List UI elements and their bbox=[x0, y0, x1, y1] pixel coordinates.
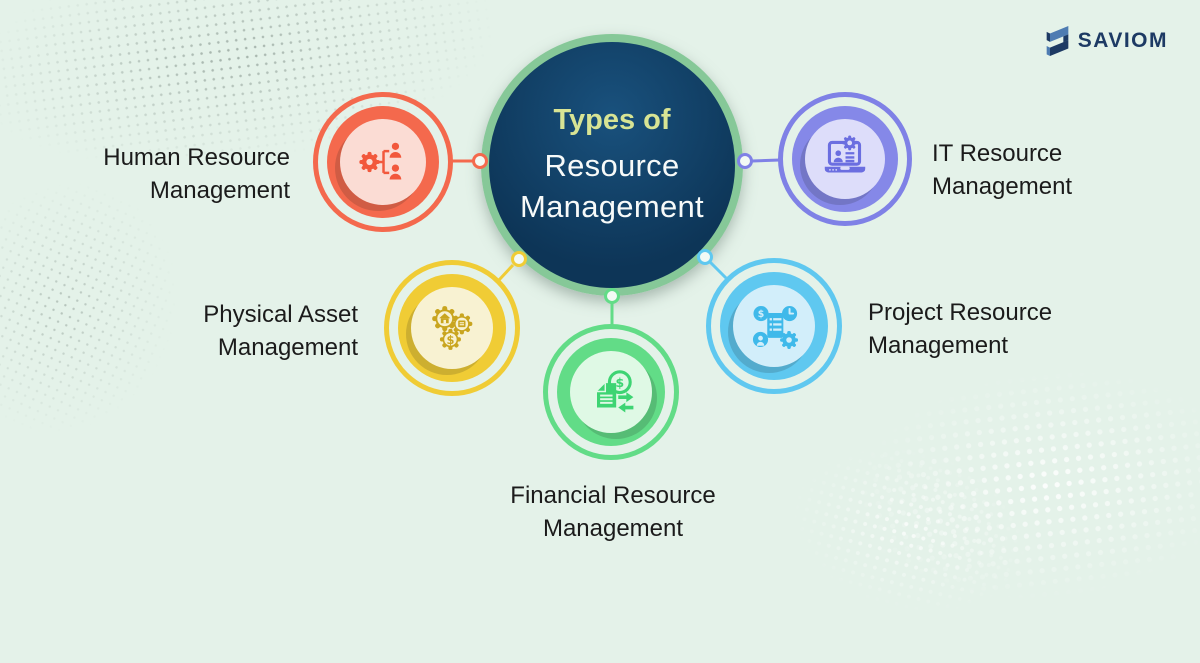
node-disc: $ bbox=[720, 272, 828, 380]
label-physical-asset: Physical Asset Management bbox=[203, 301, 358, 361]
invoice-dollar-exchange-icon: $ bbox=[570, 351, 652, 433]
svg-text:$: $ bbox=[446, 333, 454, 347]
node-disc: $ bbox=[398, 274, 506, 382]
node-project-resource: $ bbox=[706, 258, 842, 394]
dotted-wave-bottom-right-2 bbox=[740, 396, 1080, 663]
central-title-accent: Types of bbox=[553, 103, 671, 136]
label-financial-resource: Financial Resource Management bbox=[510, 482, 716, 542]
svg-text:$: $ bbox=[758, 309, 765, 320]
central-title-line2: Resource bbox=[544, 147, 680, 183]
brand-logo: SAVIOM bbox=[1045, 26, 1168, 56]
node-disc: $ bbox=[557, 338, 665, 446]
label-project-resource: Project Resource Management bbox=[868, 299, 1053, 359]
laptop-gear-user-icon bbox=[805, 119, 885, 199]
dotted-wave-bottom-right bbox=[798, 328, 1200, 622]
node-human-resource bbox=[313, 92, 453, 232]
org-chart-gear-people-icon bbox=[340, 119, 426, 205]
brand-name: SAVIOM bbox=[1077, 29, 1168, 52]
node-it-resource bbox=[778, 92, 912, 226]
label-human-resource: Human Resource Management bbox=[103, 144, 290, 204]
central-title-line3: Management bbox=[520, 188, 704, 224]
central-topic-circle: Types of Resource Management bbox=[481, 34, 743, 296]
node-disc bbox=[792, 106, 898, 212]
label-it-resource: IT Resource Management bbox=[932, 140, 1073, 200]
node-physical-asset: $ bbox=[384, 260, 520, 396]
node-disc bbox=[327, 106, 439, 218]
saviom-logo-icon bbox=[1045, 26, 1070, 56]
board-coin-clock-user-gear-icon: $ bbox=[733, 285, 815, 367]
gears-house-dollar-icon: $ bbox=[411, 287, 493, 369]
svg-text:$: $ bbox=[615, 375, 624, 390]
node-financial-resource: $ bbox=[543, 324, 679, 460]
